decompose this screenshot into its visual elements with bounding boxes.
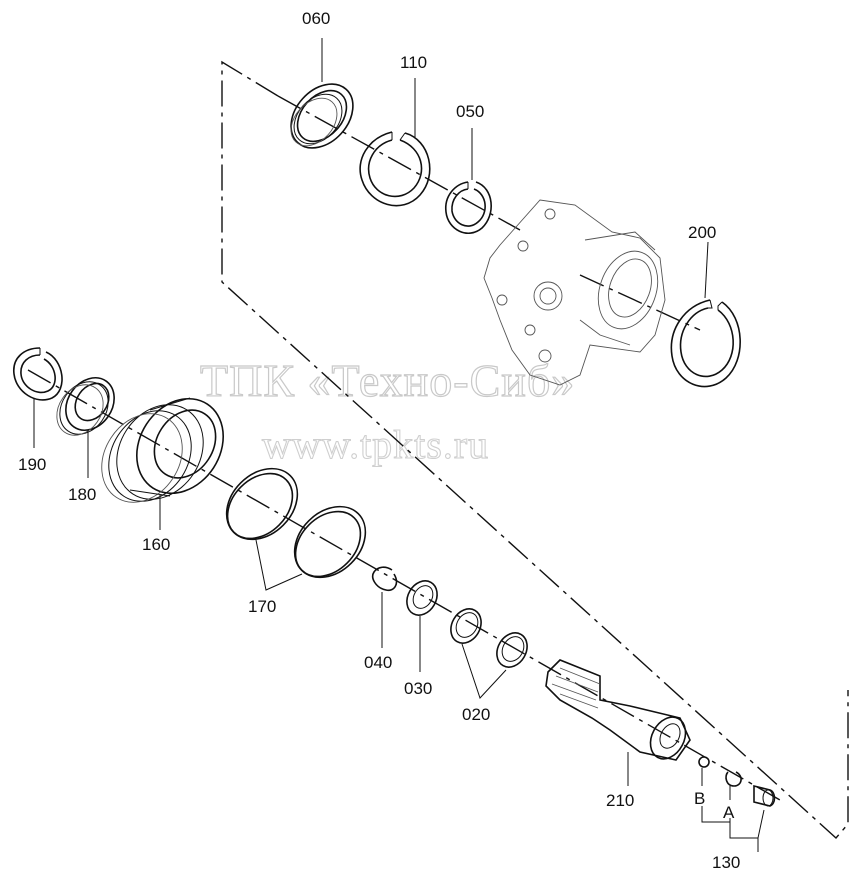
label-050: 050 [456,102,484,121]
upper-axis [277,95,701,331]
label-040: 040 [364,653,392,672]
assembly-frame [221,60,849,840]
motor-housing [483,199,666,386]
label-B: B [694,789,705,808]
part-200-circlip [670,241,741,388]
label-110: 110 [400,53,427,72]
label-A: A [723,803,735,822]
label-030: 030 [404,679,432,698]
part-110-snap-ring [359,78,431,207]
label-060: 060 [302,9,330,28]
part-160-cylinder [101,397,225,530]
part-020-rings [450,608,528,699]
part-050-snap-ring [445,128,492,234]
part-210-shaft [545,659,691,786]
label-160: 160 [142,535,170,554]
part-180-bearing [56,377,115,478]
part-040-ring [371,566,398,648]
label-180: 180 [68,485,96,504]
label-210: 210 [606,791,634,810]
label-020: 020 [462,705,490,724]
label-170: 170 [248,597,276,616]
label-190: 190 [18,455,46,474]
watermark-company: ТПК «Техно-Сиб» [200,355,575,406]
part-190-snap-ring [13,347,63,448]
label-200: 200 [688,223,716,242]
part-060-oil-seal [290,38,354,149]
part-170-o-rings [225,467,367,591]
watermark-url: www.tpkts.ru [262,422,489,467]
part-030-washer [406,580,438,672]
label-130: 130 [712,853,740,872]
part-130-plug-set [698,756,776,852]
